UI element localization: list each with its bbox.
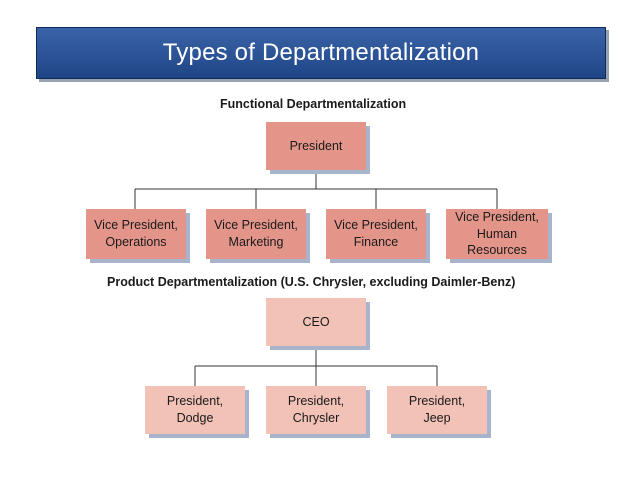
president-dodge-brand: Dodge <box>176 411 214 425</box>
vp-operations-box: Vice President, Operations <box>86 209 186 259</box>
president-chrysler-title: President, <box>287 394 345 409</box>
president-chrysler-box: President, Chrysler <box>266 386 366 434</box>
president-box: President <box>266 122 366 170</box>
slide-title-text: Types of Departmentalization <box>162 39 480 66</box>
president-label: President <box>289 138 343 153</box>
vp-marketing-box: Vice President, Marketing <box>206 209 306 259</box>
slide-title: Types of Departmentalization <box>36 27 606 79</box>
vp-human-resources-title: Vice President, <box>455 209 539 224</box>
president-jeep-title: President, <box>408 394 466 409</box>
vp-operations-dept: Operations <box>105 235 167 249</box>
president-chrysler-brand: Chrysler <box>292 411 340 425</box>
president-dodge-box: President, Dodge <box>145 386 245 434</box>
president-dodge-title: President, <box>166 394 224 409</box>
functional-heading: Functional Departmentalization <box>220 97 407 111</box>
vp-operations-title: Vice President, <box>94 218 178 233</box>
vp-marketing-title: Vice President, <box>214 218 298 233</box>
vp-marketing-dept: Marketing <box>228 235 284 249</box>
vp-finance-title: Vice President, <box>334 218 418 233</box>
president-jeep-brand: Jeep <box>423 411 451 425</box>
vp-human-resources-dept: Human Resources <box>467 226 527 258</box>
president-jeep-box: President, Jeep <box>387 386 487 434</box>
vp-finance-box: Vice President, Finance <box>326 209 426 259</box>
product-heading: Product Departmentalization (U.S. Chrysl… <box>107 275 516 289</box>
ceo-box: CEO <box>266 298 366 346</box>
vp-finance-dept: Finance <box>353 235 399 249</box>
ceo-label: CEO <box>302 314 330 329</box>
vp-human-resources-box: Vice President, Human Resources <box>446 209 548 259</box>
